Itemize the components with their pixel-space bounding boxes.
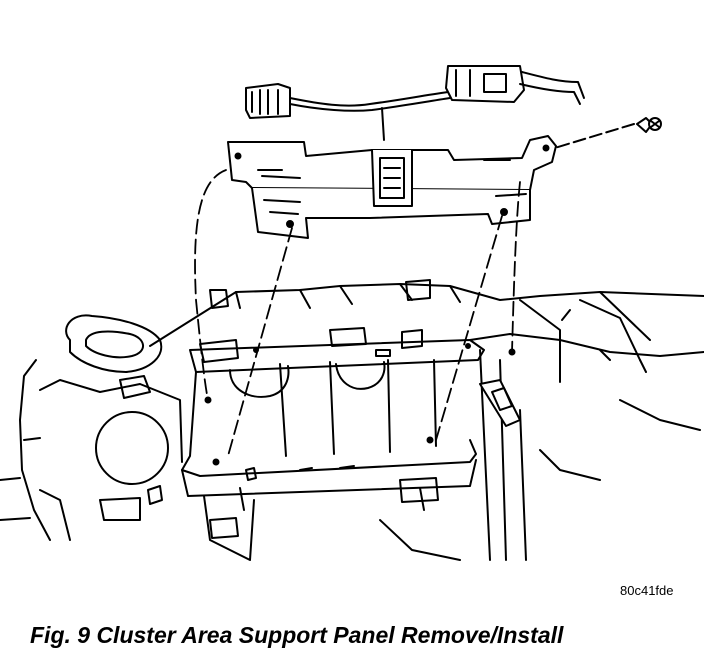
figure-code: 80c41fde	[620, 583, 674, 598]
screw-icon	[547, 117, 662, 151]
wire-harness	[245, 65, 585, 141]
alignment-lines	[194, 169, 521, 457]
instrument-panel-structure	[0, 279, 704, 561]
support-panel	[227, 135, 557, 239]
cluster-support-panel-diagram	[0, 65, 704, 561]
figure-caption: Fig. 9 Cluster Area Support Panel Remove…	[30, 622, 564, 648]
